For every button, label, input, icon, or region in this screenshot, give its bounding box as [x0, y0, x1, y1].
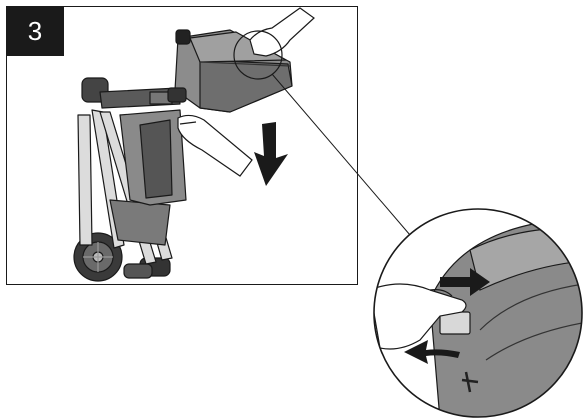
down-arrow: [254, 122, 288, 186]
rear-wheel: [73, 232, 123, 282]
rotate-arrow-left: [404, 340, 460, 364]
basket: [109, 199, 171, 246]
handlebar: [81, 77, 181, 109]
callout-line-upper: [271, 73, 411, 236]
step-number-badge: 3: [6, 6, 64, 56]
hand-top-figure: [249, 7, 315, 57]
zoom-detail: [373, 208, 583, 418]
slide-arrow-right: [440, 268, 490, 296]
callout-highlight: [233, 30, 283, 80]
hand-left-figure: [177, 114, 253, 177]
